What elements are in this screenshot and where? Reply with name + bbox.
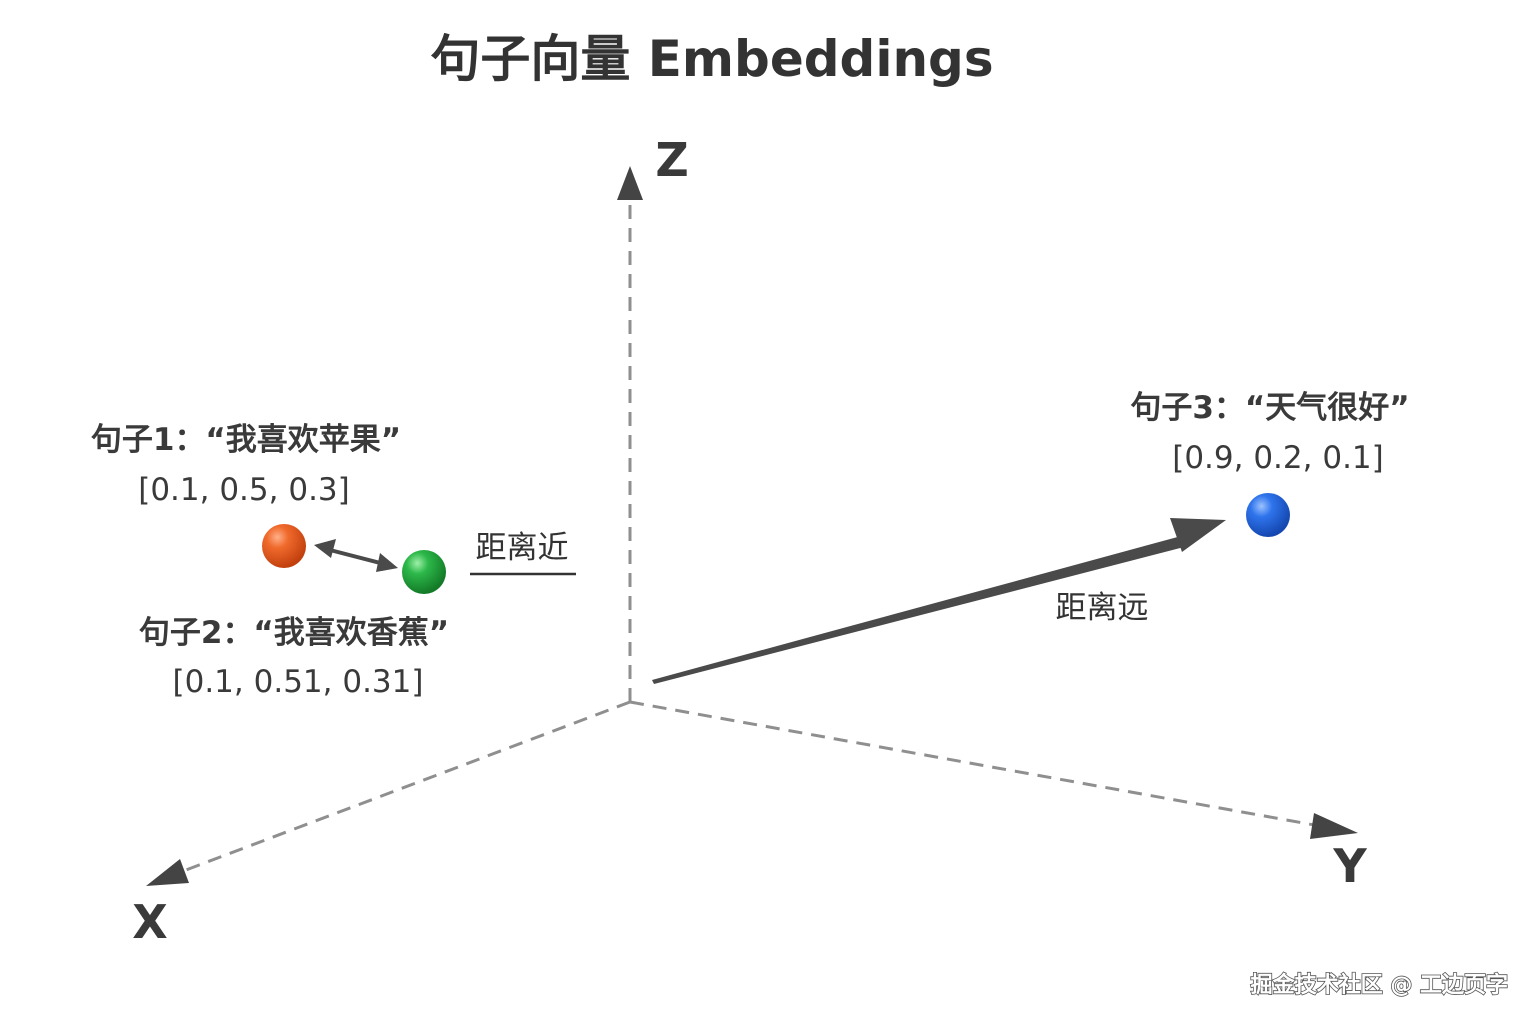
near-distance-arrow — [314, 539, 398, 572]
sentence-1-label: 句子1：“我喜欢苹果” — [91, 422, 401, 458]
y-axis-line — [629, 700, 1321, 828]
y-axis-arrowhead-icon — [1310, 813, 1358, 839]
z-axis-label: Z — [655, 133, 688, 187]
x-axis-label: X — [132, 895, 167, 949]
near-arrow-right-head-icon — [376, 553, 398, 572]
z-axis-arrowhead-icon — [617, 166, 643, 200]
far-distance-arrow — [652, 518, 1226, 684]
near-distance-label: 距离近 — [476, 530, 569, 566]
sentence-3-point — [1246, 493, 1290, 537]
sentence-2-vector: [0.1, 0.51, 0.31] — [173, 664, 424, 700]
x-axis-arrowhead-icon — [146, 859, 189, 886]
far-arrow-shaft — [652, 535, 1188, 684]
far-distance-label: 距离远 — [1056, 590, 1149, 626]
sentence-2-label: 句子2：“我喜欢香蕉” — [139, 615, 449, 651]
sentence-2-point — [402, 550, 446, 594]
sentence-3-vector: [0.9, 0.2, 0.1] — [1172, 440, 1384, 476]
sentence-1-point — [262, 524, 306, 568]
sentence-1-vector: [0.1, 0.5, 0.3] — [138, 472, 350, 508]
y-axis-label: Y — [1332, 839, 1367, 893]
sentence-3-label: 句子3：“天气很好” — [1130, 390, 1409, 426]
watermark: 掘金技术社区 @ 工边页字 — [1251, 972, 1508, 998]
axes: Z X Y — [132, 133, 1367, 949]
x-axis-line — [177, 700, 631, 875]
diagram-title: 句子向量 Embeddings — [430, 30, 993, 88]
near-arrow-left-head-icon — [314, 539, 336, 558]
far-arrow-head-icon — [1170, 518, 1226, 552]
